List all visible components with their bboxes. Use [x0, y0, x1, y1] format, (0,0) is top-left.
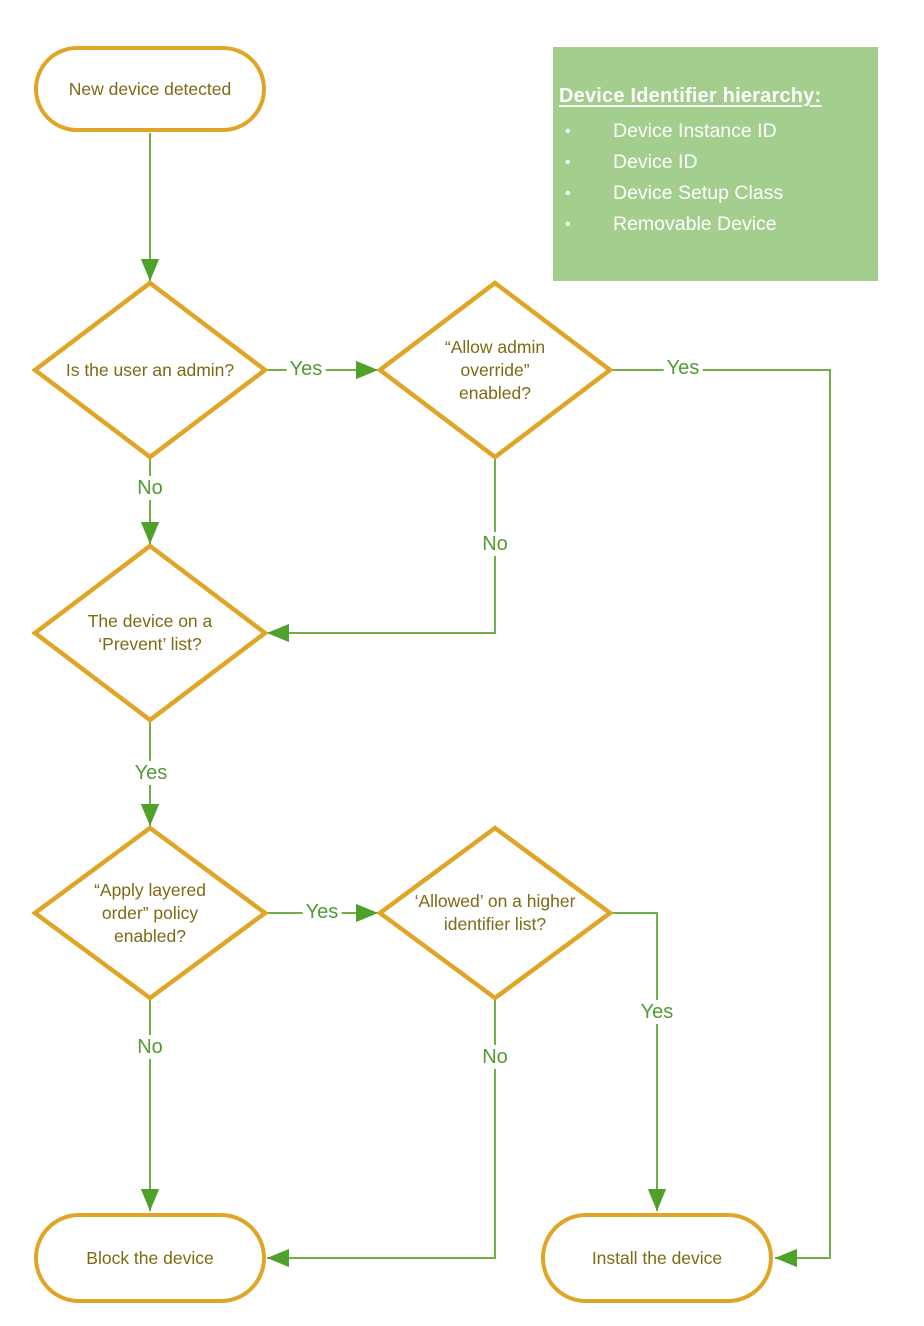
edge-override-no-to-prevent [267, 457, 496, 643]
decision-override-label: “Allow admin override” enabled? [444, 336, 546, 403]
legend-item-label: Removable Device [613, 213, 777, 235]
block-device-node: Block the device [34, 1213, 266, 1303]
legend-item-label: Device Instance ID [613, 120, 777, 142]
legend-item: • Device Setup Class [559, 178, 870, 209]
bullet-icon: • [565, 154, 571, 171]
decision-prevent-label: The device on a ‘Prevent’ list? [87, 611, 213, 654]
edge-label-prevent-yes: Yes [131, 761, 171, 785]
edge-label-override-yes: Yes [663, 356, 703, 380]
decision-prevent-shape [31, 543, 269, 723]
legend-item-label: Device Setup Class [613, 182, 784, 204]
decision-layered-shape [31, 825, 269, 1001]
edge-label-higher-no: No [479, 1045, 511, 1069]
start-node-label: New device detected [68, 79, 232, 99]
decision-layered-label: “Apply layered order” policy enabled? [94, 879, 206, 946]
legend-list: • Device Instance ID • Device ID • Devic… [559, 116, 870, 240]
decision-admin-shape [31, 280, 269, 460]
bullet-icon: • [565, 185, 571, 202]
decision-override-shape [376, 280, 614, 460]
edge-label-override-no: No [479, 532, 511, 556]
legend-item: • Removable Device [559, 209, 870, 240]
install-device-label: Install the device [591, 1248, 723, 1268]
edge-label-layered-no: No [134, 1035, 166, 1059]
decision-higher-label: ‘Allowed’ on a higher identifier list? [414, 891, 576, 934]
edge-higher-yes-to-install [610, 912, 667, 1211]
legend-panel: Device Identifier hierarchy: • Device In… [553, 47, 878, 281]
bullet-icon: • [565, 123, 571, 140]
edge-label-admin-yes: Yes [286, 357, 326, 381]
decision-higher-shape [376, 825, 614, 1001]
legend-title: Device Identifier hierarchy: [559, 85, 822, 107]
legend-item-label: Device ID [613, 151, 698, 173]
edge-label-admin-no: No [134, 476, 166, 500]
edge-label-higher-yes: Yes [637, 1000, 677, 1024]
block-device-label: Block the device [86, 1248, 214, 1268]
install-device-node: Install the device [541, 1213, 773, 1303]
bullet-icon: • [565, 216, 571, 233]
edge-higher-no-to-block [267, 998, 496, 1268]
edge-override-yes-to-install [610, 369, 831, 1268]
legend-item: • Device ID [559, 147, 870, 178]
start-node: New device detected [34, 46, 266, 132]
legend-item: • Device Instance ID [559, 116, 870, 147]
edge-label-layered-yes: Yes [302, 900, 342, 924]
decision-admin-label: Is the user an admin? [65, 359, 235, 380]
